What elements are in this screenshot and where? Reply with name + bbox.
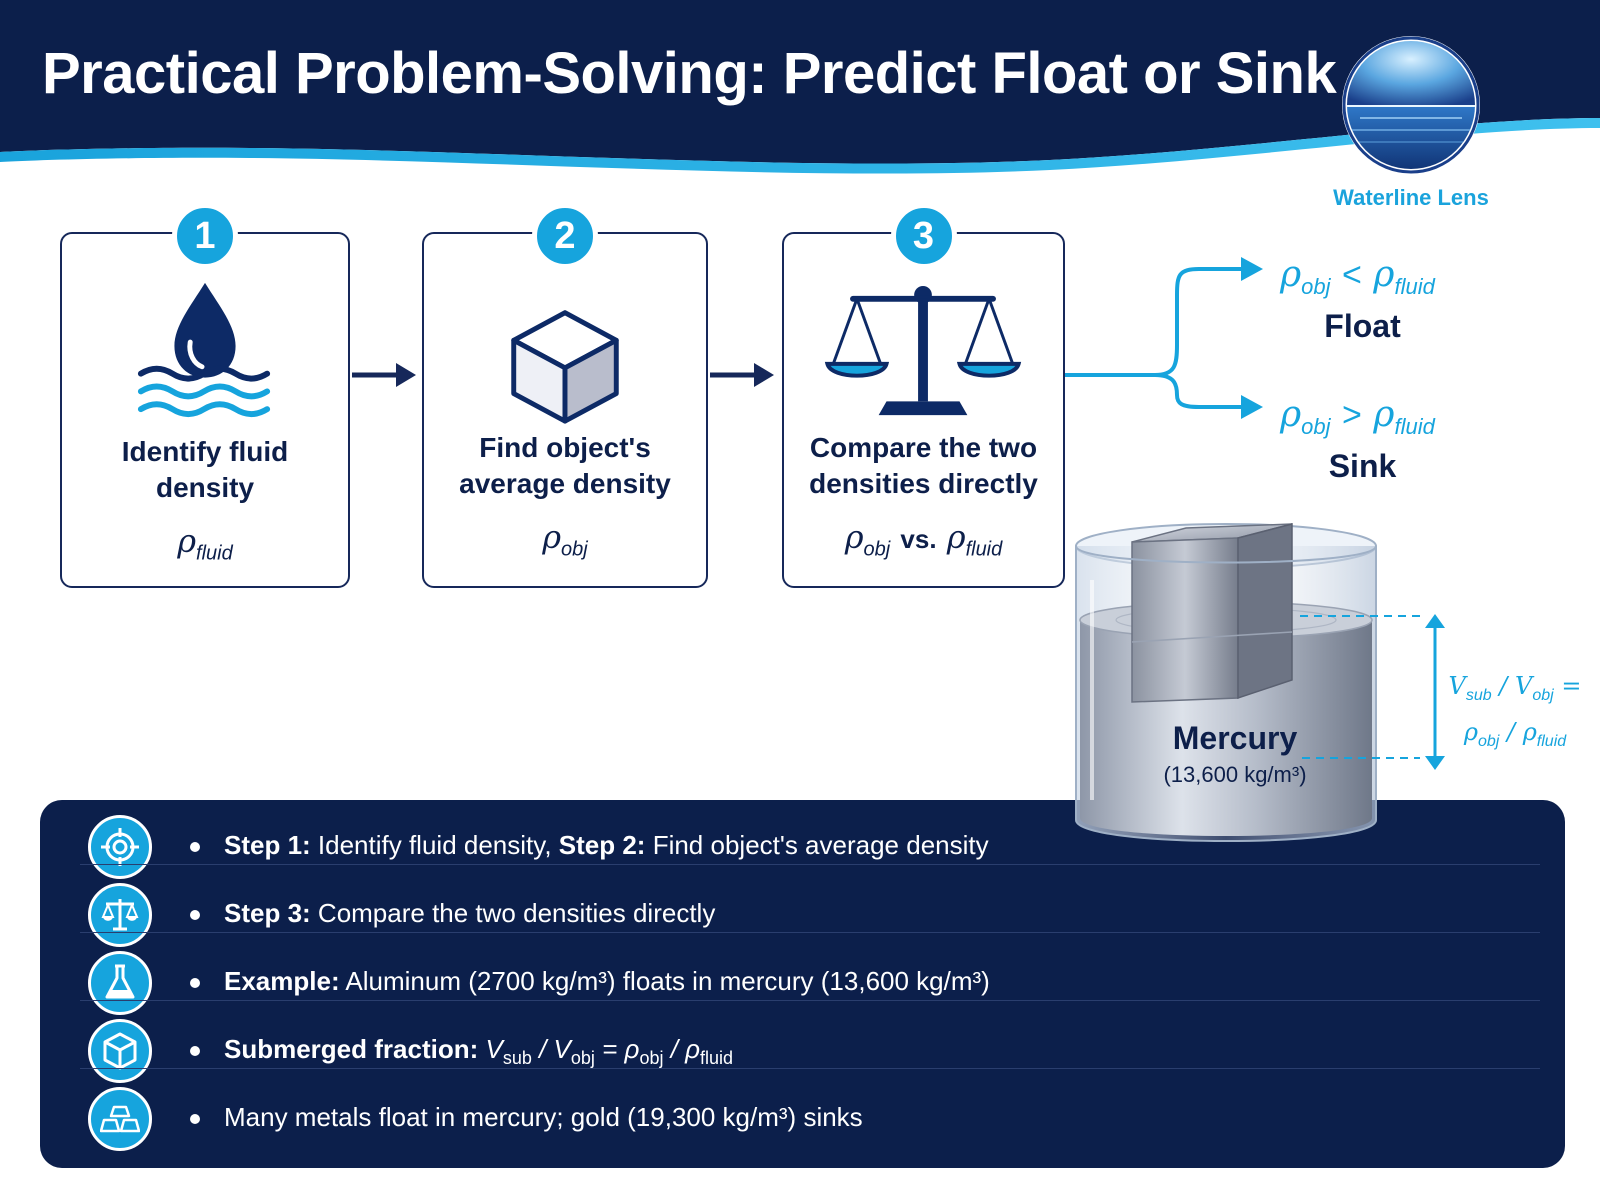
- summary-text: Step 3: Compare the two densities direct…: [224, 898, 716, 928]
- balance-scale-icon: [88, 883, 152, 947]
- page-title: Practical Problem-Solving: Predict Float…: [42, 41, 1337, 106]
- summary-row: Example: Aluminum (2700 kg/m³) floats in…: [40, 948, 1565, 1016]
- fluid-density-symbol: ρfluid: [177, 522, 233, 565]
- water-drop-icon: [137, 282, 271, 418]
- step-number-badge: 1: [172, 203, 238, 269]
- summary-text: Submerged fraction: Vsub / Vobj = ρobj /…: [224, 1034, 734, 1069]
- summary-text: Example: Aluminum (2700 kg/m³) floats in…: [224, 966, 990, 996]
- spacer: [1450, 616, 1470, 617]
- flow-arrow: [352, 363, 416, 387]
- step-label: Compare the two densities directly: [809, 432, 1038, 499]
- logo-label: Waterline Lens: [1333, 185, 1489, 210]
- bullet: [190, 842, 200, 852]
- mercury-beaker-illustration: [1075, 523, 1420, 842]
- cube-icon: [511, 310, 619, 424]
- summary-row: Step 3: Compare the two densities direct…: [40, 880, 1565, 948]
- float-condition: ρobj < ρfluid: [1280, 254, 1435, 300]
- row-divider: [80, 1068, 1540, 1069]
- step-label: Identify fluid density: [121, 436, 289, 503]
- compare-symbol: ρobj vs. ρfluid: [844, 518, 1003, 561]
- bullet: [190, 910, 200, 920]
- summary-row: Many metals float in mercury; gold (19,3…: [40, 1084, 1565, 1152]
- balance-scale-icon: [824, 285, 1022, 416]
- summary-text: Step 1: Identify fluid density, Step 2: …: [224, 830, 989, 860]
- gold-bars-icon: [88, 1087, 152, 1151]
- bullet: [190, 1114, 200, 1124]
- step-number-badge: 3: [890, 203, 957, 269]
- step-card-3: 3 Compare the two densities directly ρob…: [782, 203, 1065, 588]
- object-density-symbol: ρobj: [542, 518, 588, 561]
- summary-row: Submerged fraction: Vsub / Vobj = ρobj /…: [40, 1016, 1565, 1084]
- submerged-fraction-formula: Vsub / Vobj = ρobj / ρfluid: [1448, 672, 1582, 750]
- bullet: [190, 1046, 200, 1056]
- sink-condition: ρobj > ρfluid: [1280, 394, 1435, 440]
- row-divider: [80, 1000, 1540, 1001]
- flow-arrow: [710, 363, 774, 387]
- row-divider: [80, 864, 1540, 865]
- step-number-badge: 2: [532, 203, 598, 269]
- summary-panel: Step 1: Identify fluid density, Step 2: …: [40, 800, 1565, 1168]
- bullet: [190, 978, 200, 988]
- summary-text: Many metals float in mercury; gold (19,3…: [224, 1102, 863, 1132]
- fluid-name: Mercury: [1172, 720, 1298, 756]
- target-icon: [88, 815, 152, 879]
- summary-row: Step 1: Identify fluid density, Step 2: …: [40, 812, 1565, 880]
- step-card-1: 1 Identify fluid density ρfluid: [60, 203, 350, 588]
- step-card-2: 2 Find object's average density ρobj: [422, 203, 708, 588]
- branch-arrows: [1065, 257, 1263, 419]
- waterline-lens-logo: [1342, 36, 1480, 174]
- float-result: Float: [1324, 308, 1401, 344]
- submerged-height-arrow: [1425, 614, 1445, 770]
- step-label: Find object's average density: [459, 432, 671, 499]
- sink-result: Sink: [1328, 448, 1397, 484]
- row-divider: [80, 932, 1540, 933]
- header-banner: [0, 0, 1600, 174]
- flask-icon: [88, 951, 152, 1015]
- fluid-density-value: (13,600 kg/m³): [1163, 762, 1307, 787]
- cube-icon: [88, 1019, 152, 1083]
